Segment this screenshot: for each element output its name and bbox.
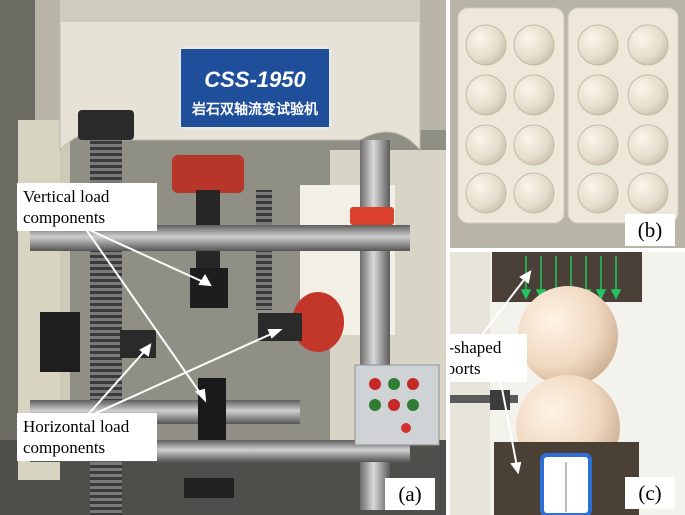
horizontal-load-arrows: [84, 329, 283, 419]
vertical-load-arrows: [84, 227, 212, 403]
hemisphere-mold-illustration: [450, 0, 685, 248]
support-annotation-arrows: [477, 270, 532, 475]
vertical-load-label: Vertical load components: [17, 183, 157, 231]
arc-supports-label: Arc-shaped supports: [450, 334, 527, 382]
nameplate-model-text: CSS-1950: [204, 67, 306, 92]
horizontal-load-label: Horizontal load components: [17, 413, 157, 461]
nameplate-chinese-text: 岩石双轴流变试验机: [191, 101, 318, 117]
panel-c-letter: (c): [625, 477, 675, 509]
panel-a-letter: (a): [385, 478, 435, 510]
sphere-specimen-illustration: [450, 252, 685, 515]
panel-b-letter: (b): [625, 214, 675, 246]
panel-a-testing-machine-photo: CSS-1950 岩石双轴流变试验机: [0, 0, 446, 515]
panel-c-specimen-photo: Arc-shaped supports (c): [450, 252, 685, 515]
panel-b-mold-photo: (b): [450, 0, 685, 248]
